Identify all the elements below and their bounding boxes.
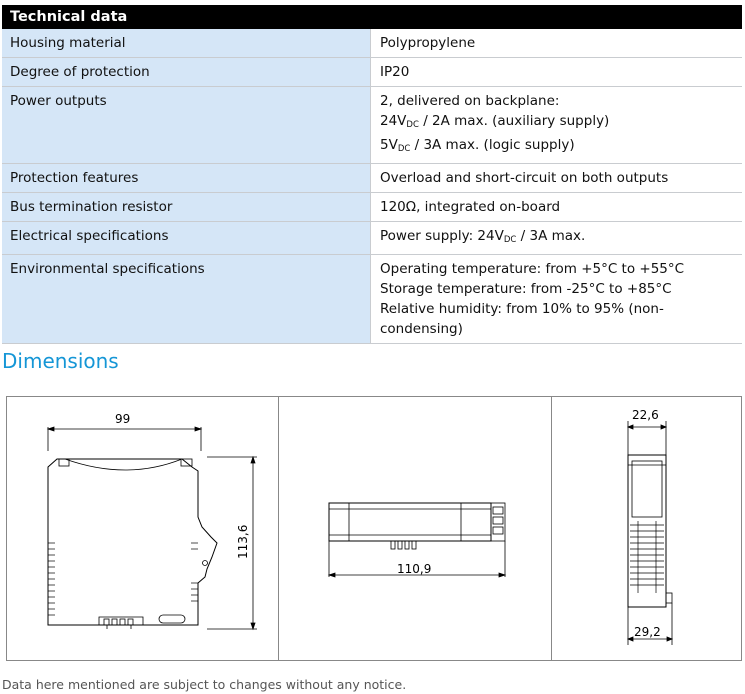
top-view-panel: 110,9 <box>278 397 552 660</box>
table-row: Power outputs 2, delivered on backplane:… <box>2 86 742 164</box>
spec-label: Housing material <box>2 29 371 58</box>
spec-value: 2, delivered on backplane: 24VDC / 2A ma… <box>370 86 742 164</box>
table-row: Electrical specifications Power supply: … <box>2 221 742 255</box>
side-width-label: 99 <box>115 412 130 426</box>
spec-value: Polypropylene <box>370 29 742 58</box>
dimensions-title: Dimensions <box>2 349 119 373</box>
side-view-panel: 99 113,6 <box>7 397 278 660</box>
spec-value: Operating temperature: from +5°C to +55°… <box>370 254 742 344</box>
footnote: Data here mentioned are subject to chang… <box>2 677 407 692</box>
top-length-label: 110,9 <box>397 562 431 576</box>
spec-label: Electrical specifications <box>2 221 371 255</box>
table-row: Housing material Polypropylene <box>2 29 742 58</box>
spec-value: Overload and short-circuit on both outpu… <box>370 163 742 193</box>
front-width-top-label: 22,6 <box>632 408 659 422</box>
top-view-drawing: 110,9 <box>327 502 507 578</box>
technical-data-section: Technical data Housing material Polyprop… <box>2 5 742 344</box>
table-row: Degree of protection IP20 <box>2 57 742 87</box>
spec-label: Environmental specifications <box>2 254 371 344</box>
spec-value: 120Ω, integrated on-board <box>370 192 742 222</box>
spec-label: Bus termination resistor <box>2 192 371 222</box>
table-row: Environmental specifications Operating t… <box>2 254 742 344</box>
side-view-drawing: 99 113,6 <box>46 412 257 631</box>
technical-data-header: Technical data <box>2 5 742 29</box>
table-row: Protection features Overload and short-c… <box>2 163 742 193</box>
technical-data-table: Housing material Polypropylene Degree of… <box>2 29 742 344</box>
front-view-drawing: 22,6 29,2 <box>626 408 674 645</box>
spec-label: Protection features <box>2 163 371 193</box>
spec-value: Power supply: 24VDC / 3A max. <box>370 221 742 255</box>
table-row: Bus termination resistor 120Ω, integrate… <box>2 192 742 222</box>
spec-label: Power outputs <box>2 86 371 164</box>
side-height-label: 113,6 <box>236 525 250 559</box>
spec-label: Degree of protection <box>2 57 371 87</box>
front-view-panel: 22,6 29,2 <box>551 397 742 660</box>
front-width-bottom-label: 29,2 <box>634 625 661 639</box>
spec-value: IP20 <box>370 57 742 87</box>
dimension-drawings: 99 113,6 <box>6 396 742 661</box>
